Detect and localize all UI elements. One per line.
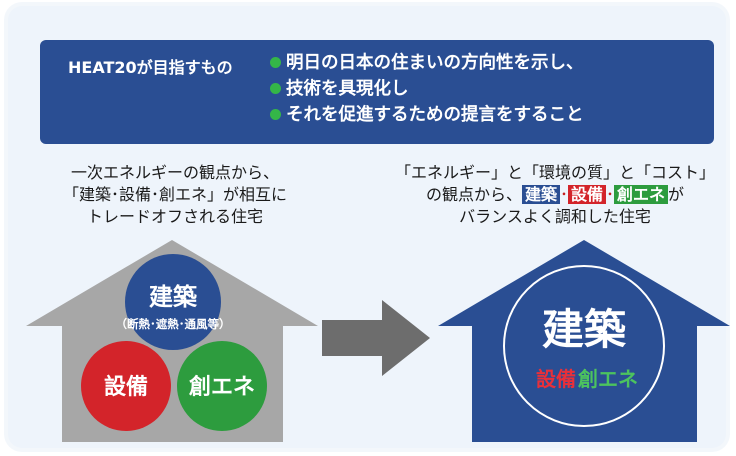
right-setsubi-label: 設備	[536, 367, 576, 391]
kenchiku-sublabel: （断熱･遮熱･通風等）	[116, 317, 231, 331]
right-description: 「エネルギー」と「環境の質」と「コスト」 の観点から、建築･設備･創エネが バラ…	[390, 162, 720, 228]
balance-circle	[503, 265, 665, 427]
tag-setsubi: 設備	[567, 185, 606, 204]
left-description: 一次エネルギーの観点から、 「建築･設備･創エネ」が相互に トレードオフされる住…	[30, 162, 320, 228]
right-arrow-icon	[322, 300, 430, 376]
tag-kenchiku: 建築	[521, 185, 560, 204]
goal-item: 技術を具現化し	[270, 76, 584, 102]
banner-lead: HEAT20が目指すもの	[68, 58, 233, 77]
kenchiku-circle	[125, 254, 221, 350]
left-desc-line: 「建築･設備･創エネ」が相互に	[62, 185, 287, 204]
setsubi-circle	[81, 341, 171, 431]
goal-list: 明日の日本の住まいの方向性を示し、 技術を具現化し それを促進するための提言をす…	[270, 50, 584, 128]
souene-circle	[177, 341, 267, 431]
left-desc-line: 一次エネルギーの観点から、	[70, 163, 279, 182]
green-dot-icon	[270, 83, 281, 94]
green-dot-icon	[270, 109, 281, 120]
goal-item-text: それを促進するための提言をすること	[286, 105, 584, 125]
goal-item: 明日の日本の住まいの方向性を示し、	[270, 50, 584, 76]
right-kenchiku-label: 建築	[542, 305, 627, 354]
tag-souene: 創エネ	[614, 185, 669, 204]
left-desc-line: トレードオフされる住宅	[86, 207, 263, 226]
right-desc-line: の観点から、建築･設備･創エネが	[425, 185, 685, 204]
right-desc-line: 「エネルギー」と「環境の質」と「コスト」	[394, 163, 715, 182]
goal-banner: HEAT20が目指すもの 明日の日本の住まいの方向性を示し、 技術を具現化し そ…	[40, 40, 714, 144]
souene-label: 創エネ	[189, 375, 255, 400]
kenchiku-label: 建築	[149, 283, 198, 311]
goal-item-text: 明日の日本の住まいの方向性を示し、	[286, 53, 584, 73]
goal-item: それを促進するための提言をすること	[270, 102, 584, 128]
goal-item-text: 技術を具現化し	[286, 79, 409, 99]
right-desc-pre: の観点から、	[425, 185, 522, 204]
setsubi-label: 設備	[104, 374, 148, 400]
right-desc-line: バランスよく調和した住宅	[459, 207, 651, 226]
right-desc-post: が	[668, 185, 685, 204]
right-souene-label: 創エネ	[577, 367, 638, 391]
green-dot-icon	[270, 57, 281, 68]
